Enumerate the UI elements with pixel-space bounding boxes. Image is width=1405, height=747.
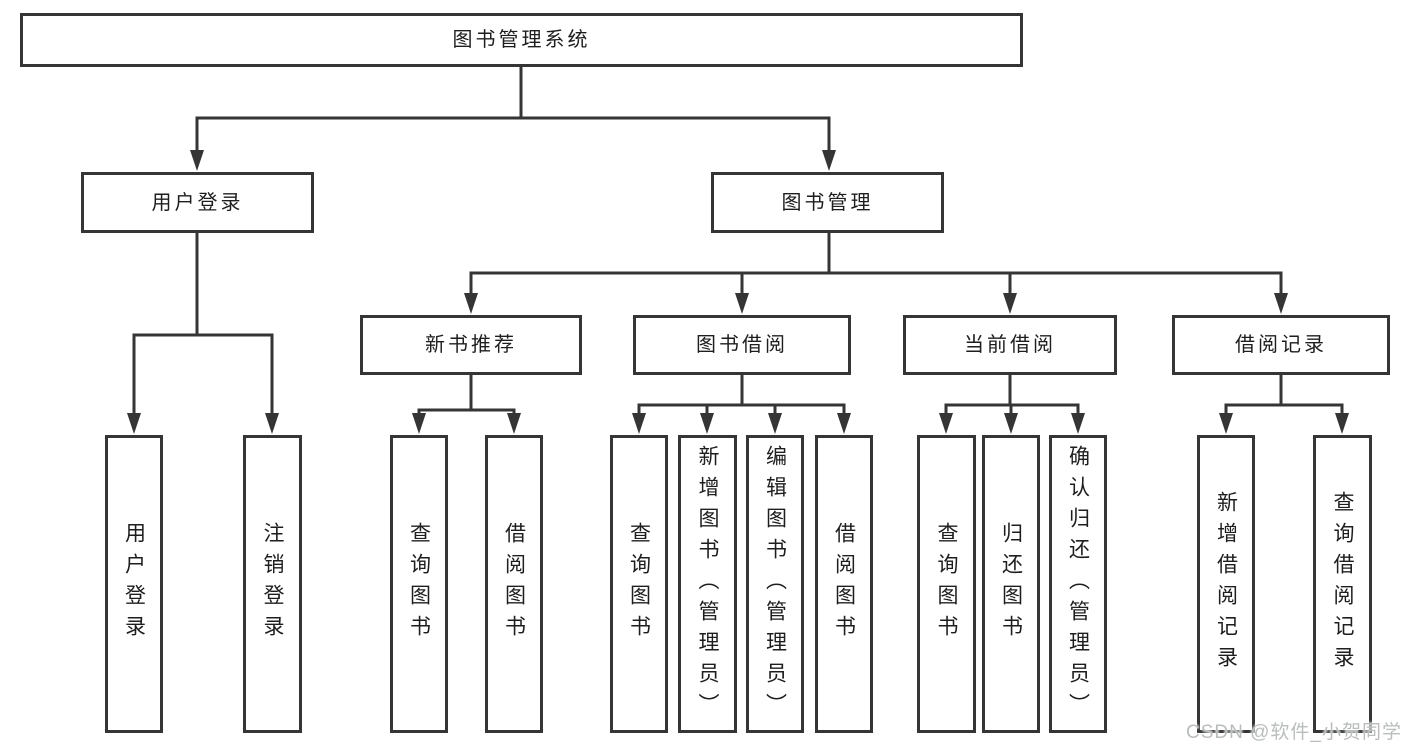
leaf-query-books-current: 查询图书 [917, 435, 976, 733]
node-borrow-records: 借阅记录 [1172, 315, 1390, 375]
leaf-query-books-borrow: 查询图书 [610, 435, 668, 733]
leaf-borrow-books-recommend: 借阅图书 [485, 435, 543, 733]
leaf-confirm-return-admin: 确认归还（管理员） [1049, 435, 1107, 733]
watermark: CSDN @软件_小贺同学 [1186, 722, 1402, 743]
leaf-add-books-admin: 新增图书（管理员） [678, 435, 737, 733]
leaf-query-books-recommend: 查询图书 [390, 435, 448, 733]
leaf-logout: 注销登录 [243, 435, 302, 733]
leaf-borrow-books: 借阅图书 [815, 435, 873, 733]
leaf-user-login: 用户登录 [105, 435, 163, 733]
arrowheads [127, 150, 1349, 434]
node-current-borrow: 当前借阅 [903, 315, 1117, 375]
node-library-system: 图书管理系统 [20, 13, 1023, 67]
node-book-borrow: 图书借阅 [633, 315, 851, 375]
leaf-return-books: 归还图书 [982, 435, 1040, 733]
leaf-query-borrow-record: 查询借阅记录 [1313, 435, 1372, 733]
leaf-edit-books-admin: 编辑图书（管理员） [746, 435, 804, 733]
leaf-add-borrow-record: 新增借阅记录 [1197, 435, 1255, 733]
node-book-management: 图书管理 [711, 172, 944, 233]
node-new-book-recommend: 新书推荐 [360, 315, 582, 375]
node-user-login: 用户登录 [81, 172, 314, 233]
